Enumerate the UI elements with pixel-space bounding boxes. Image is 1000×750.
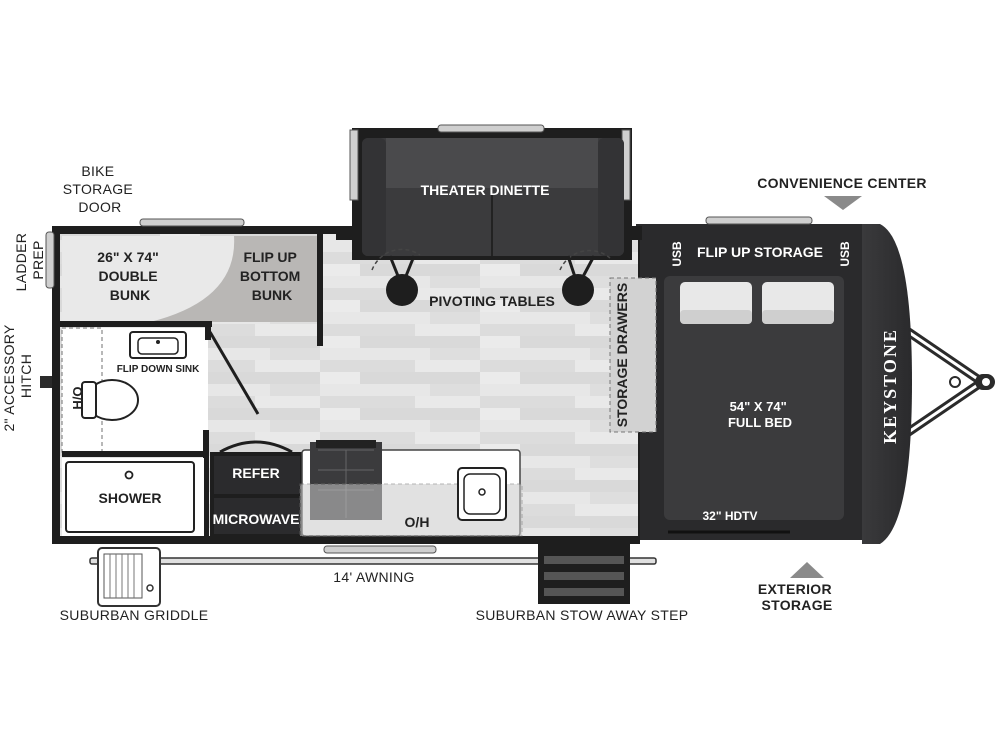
shower: [62, 458, 204, 536]
bike-storage-door-label: BIKE STORAGE DOOR: [63, 163, 138, 215]
pivoting-tables-label: PIVOTING TABLES: [429, 293, 555, 309]
awning-label: 14' AWNING: [333, 569, 414, 585]
flip-down-sink-label: FLIP DOWN SINK: [117, 364, 200, 375]
double-bunk-label: 26" X 74" DOUBLE BUNK: [97, 249, 162, 303]
usb-label-left: USB: [670, 241, 684, 267]
microwave-label: MICROWAVE: [213, 511, 300, 527]
refer-label: REFER: [232, 465, 279, 481]
kitchen-counter: [299, 440, 523, 537]
exterior-storage-arrow: [790, 562, 824, 578]
double-bunk: [60, 234, 323, 346]
ladder-prep-label: LADDER PREP: [13, 229, 46, 292]
theater-dinette: [362, 138, 624, 256]
ladder-prep: [45, 231, 55, 289]
flip-up-bottom-bunk-label: FLIP UP BOTTOM BUNK: [240, 249, 304, 303]
accessory-hitch-label: 2" ACCESSORY HITCH: [1, 320, 34, 431]
convenience-center-label: CONVENIENCE CENTER: [757, 175, 927, 191]
ho-label: H/O: [70, 386, 85, 409]
storage-drawers: [609, 277, 657, 433]
pivoting-table-left: [371, 248, 421, 306]
refrigerator-microwave: [210, 440, 302, 536]
exterior-storage-label: EXTERIOR STORAGE: [758, 581, 836, 613]
usb-label-right: USB: [838, 241, 852, 267]
bedroom: [656, 234, 852, 534]
hdtv-label: 32" HDTV: [702, 509, 757, 523]
pivoting-table-right: [559, 249, 611, 306]
brand-logo: KEYSTONE: [880, 328, 900, 444]
oh-label: O/H: [405, 514, 430, 530]
suburban-griddle: [97, 547, 161, 607]
stow-away-step-label: SUBURBAN STOW AWAY STEP: [476, 607, 689, 623]
tow-hitch: [885, 314, 995, 450]
accessory-hitch: [40, 376, 52, 388]
storage-drawers-label: STORAGE DRAWERS: [614, 283, 630, 427]
stow-away-step: [538, 544, 630, 604]
awning: [89, 545, 657, 565]
shower-label: SHOWER: [99, 490, 162, 506]
full-bed-label: 54" X 74" FULL BED: [728, 399, 792, 430]
suburban-griddle-label: SUBURBAN GRIDDLE: [60, 607, 209, 623]
flip-up-storage-label: FLIP UP STORAGE: [697, 244, 823, 260]
convenience-center-arrow: [824, 196, 862, 210]
front-cap: [862, 224, 912, 544]
theater-dinette-label: THEATER DINETTE: [421, 182, 550, 198]
bathroom: [61, 326, 260, 540]
